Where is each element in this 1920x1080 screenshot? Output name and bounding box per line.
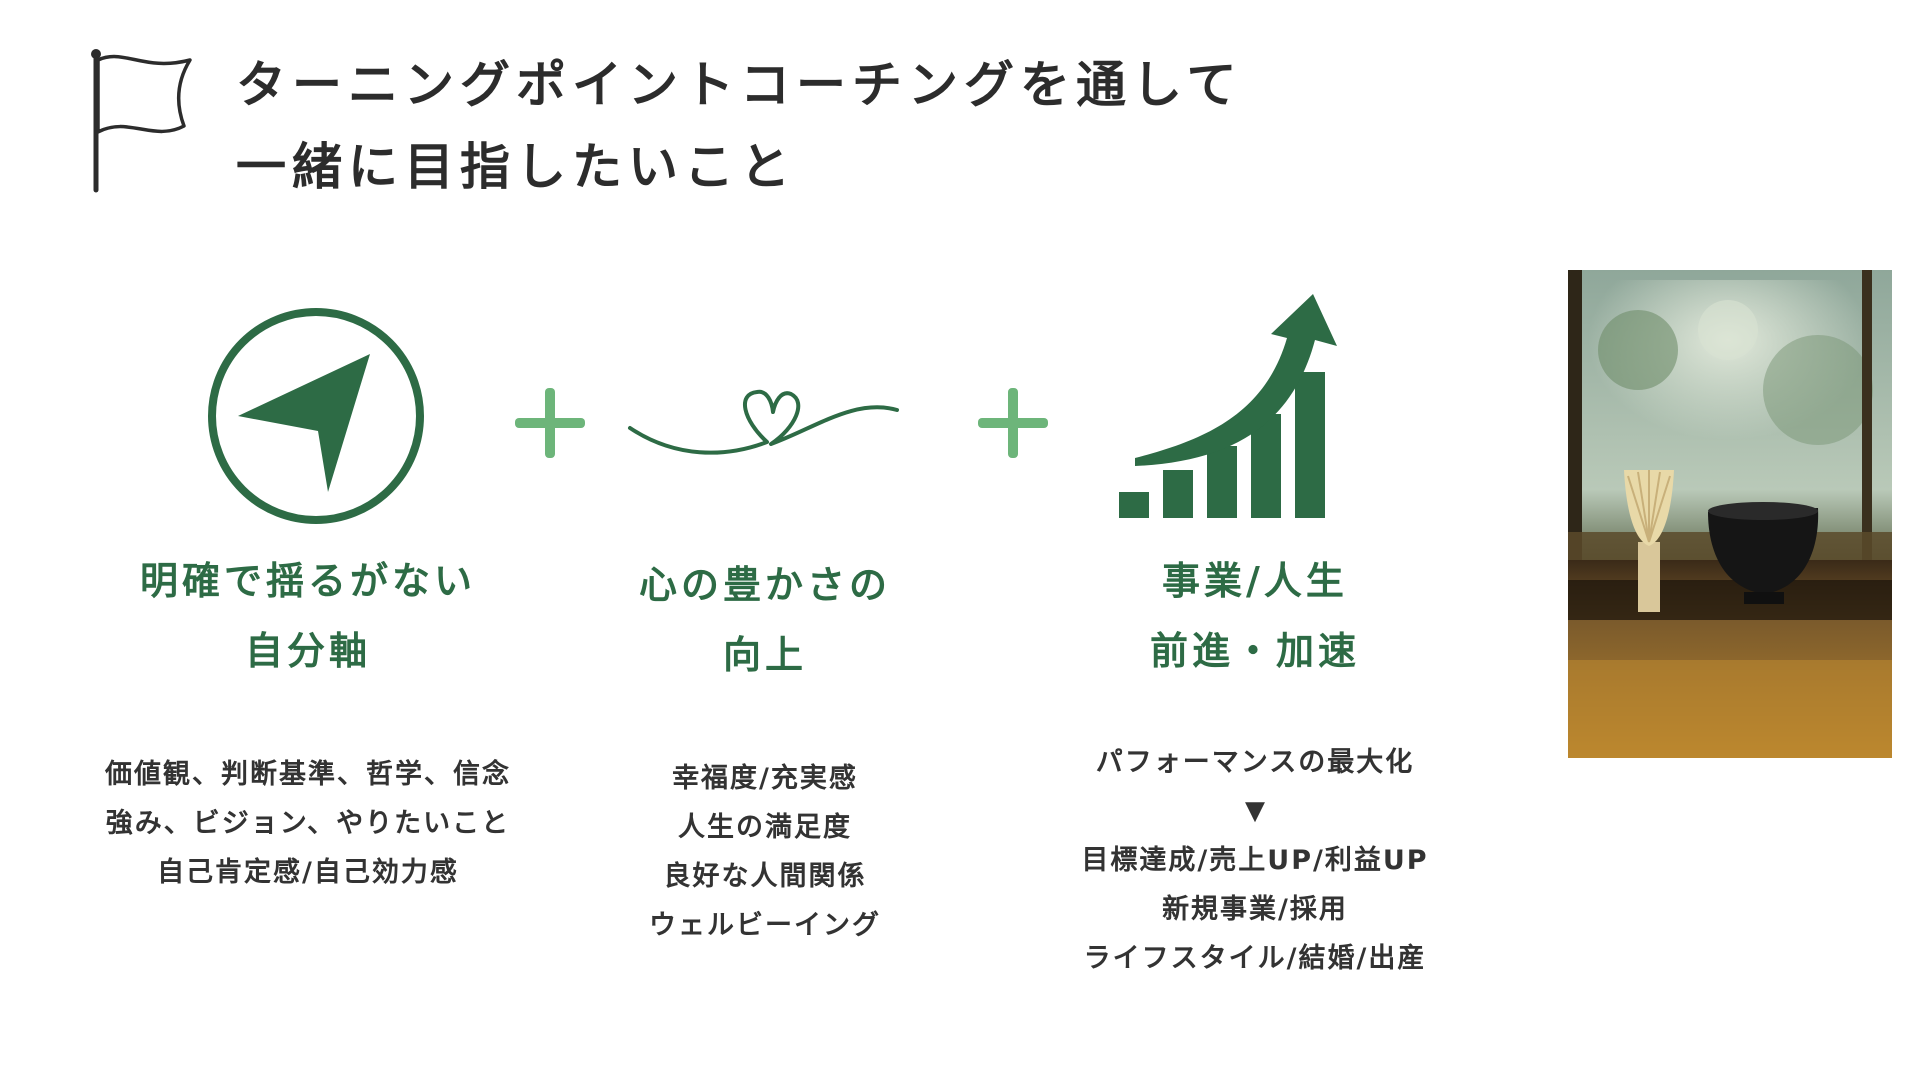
navigation-arrow-icon [208,308,424,524]
down-arrow-icon: ▼ [1245,796,1265,826]
page-title: ターニングポイントコーチングを通して 一緒に目指したいこと [236,44,1243,208]
column-desc-line: 幸福度/充実感 [672,763,858,794]
column-self-axis: 明確で揺るがない 自分軸 価値観、判断基準、哲学、信念 強み、ビジョン、やりたい… [78,546,538,897]
column-title-line-1: 明確で揺るがない [139,559,476,603]
tea-ceremony-photo [1568,270,1892,758]
column-desc-line: 人生の満足度 [678,812,852,843]
column-desc-line: 良好な人間関係 [663,861,867,892]
column-title-line-1: 心の豊かさの [638,563,891,607]
column-desc-line: 目標達成/売上UP/利益UP [1081,845,1429,876]
title-line-1: ターニングポイントコーチングを通して [236,56,1243,114]
heart-line-icon [628,389,899,455]
column-progress: 事業/人生 前進・加速 パフォーマンスの最大化 ▼ 目標達成/売上UP/利益UP… [1045,546,1465,983]
growth-chart-icon [1119,294,1337,518]
column-title-line-1: 事業/人生 [1162,559,1348,603]
plus-icon [978,388,1048,458]
column-title-line-2: 自分軸 [244,629,371,673]
column-desc-line: パフォーマンスの最大化 [1095,747,1415,778]
column-desc-line: 自己肯定感/自己効力感 [157,857,459,888]
column-desc-line: 新規事業/採用 [1162,894,1348,925]
column-richness: 心の豊かさの 向上 幸福度/充実感 人生の満足度 良好な人間関係 ウェルビーイン… [595,550,935,950]
plus-icon [515,388,585,458]
column-title-line-2: 前進・加速 [1149,629,1360,673]
column-desc-line: 価値観、判断基準、哲学、信念 [105,759,511,790]
column-desc-line: 強み、ビジョン、やりたいこと [105,808,511,839]
title-line-2: 一緒に目指したいこと [236,138,796,196]
flag-icon [91,49,192,193]
column-desc-line: ライフスタイル/結婚/出産 [1083,943,1427,974]
column-desc-line: ウェルビーイング [649,910,881,941]
column-title-line-2: 向上 [722,633,807,677]
